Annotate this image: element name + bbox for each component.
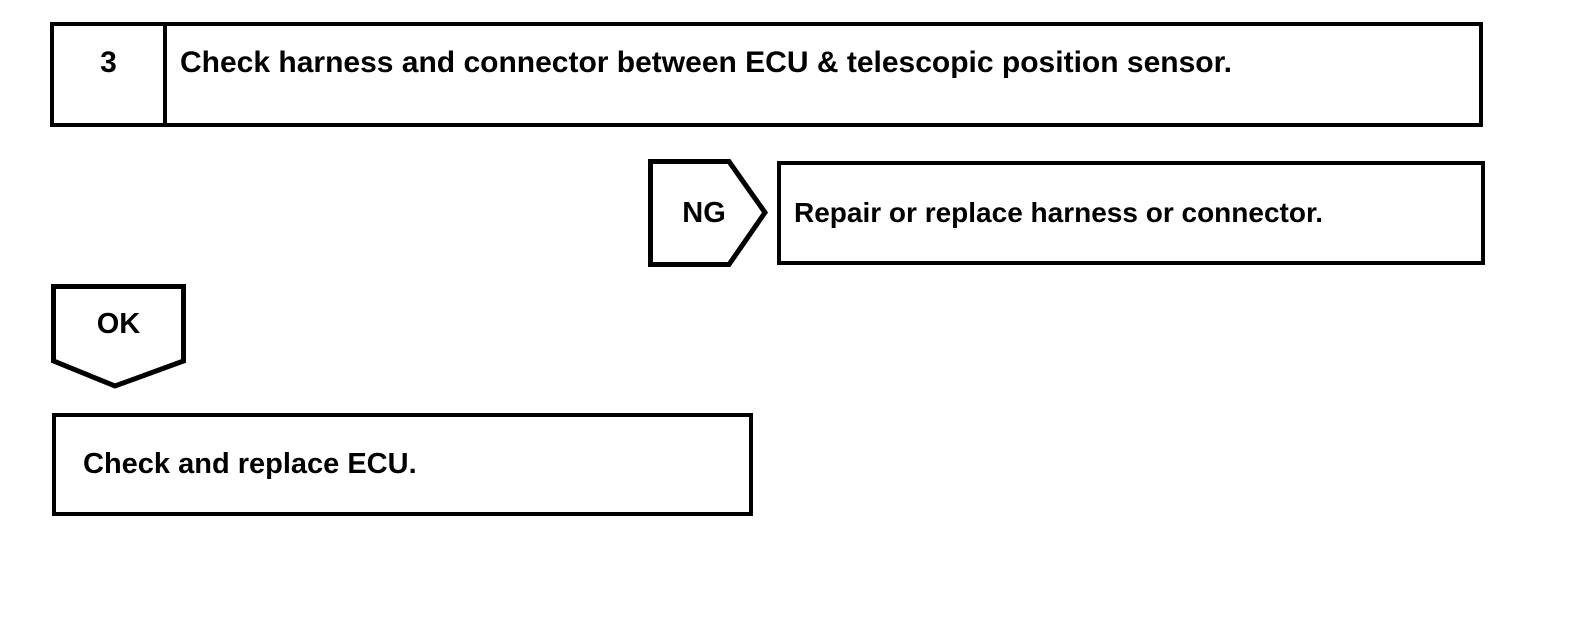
ok-action-box: Check and replace ECU. <box>52 413 753 516</box>
ng-connector-label: NG <box>648 159 760 267</box>
ok-connector: OK <box>51 284 186 389</box>
step-number-cell: 3 <box>54 26 167 123</box>
ok-action-text: Check and replace ECU. <box>83 448 417 480</box>
ng-action-text: Repair or replace harness or connector. <box>794 197 1324 228</box>
step-box: 3 Check harness and connector between EC… <box>50 22 1483 127</box>
ok-label-text: OK <box>96 307 141 340</box>
step-instruction-text: Check harness and connector between ECU … <box>180 46 1232 79</box>
step-number: 3 <box>100 46 117 79</box>
ng-label-text: NG <box>682 196 726 229</box>
step-instruction-cell: Check harness and connector between ECU … <box>167 26 1479 123</box>
right-arrow-pentagon-icon <box>648 159 768 267</box>
ng-connector: NG <box>648 159 768 267</box>
ok-connector-label: OK <box>51 284 186 364</box>
ng-action-box: Repair or replace harness or connector. <box>777 161 1485 265</box>
down-arrow-pentagon-icon <box>51 284 186 389</box>
